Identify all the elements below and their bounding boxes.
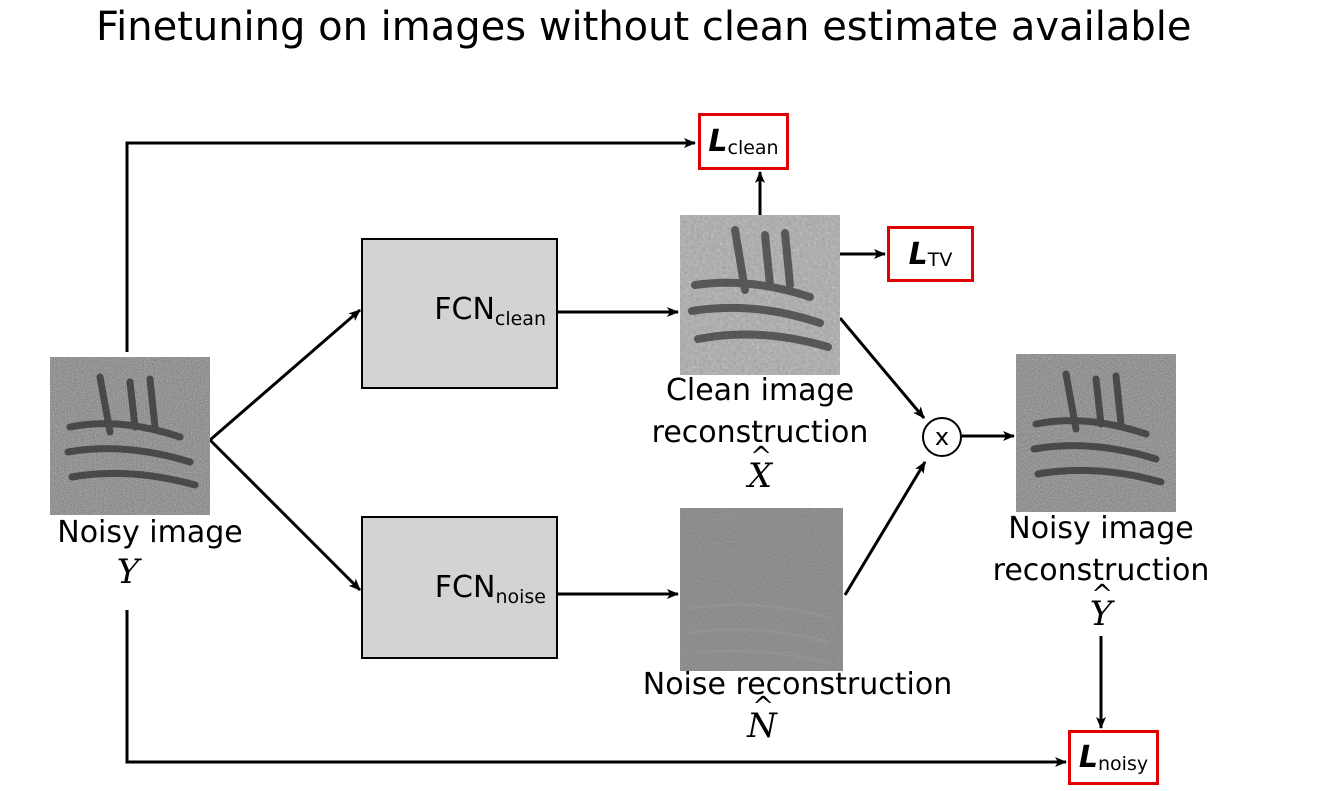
symbol-x-hat: ^X (747, 442, 773, 496)
arrow-noisy-to-lnoisy (125, 610, 1067, 767)
multiply-node: x (922, 417, 962, 457)
arrow-noise-to-multiply (843, 461, 927, 596)
clean-reconstruction-caption-line2: reconstruction (651, 415, 869, 450)
symbol-y: Y (116, 552, 140, 592)
clean-reconstruction-caption-line1: Clean image (665, 373, 855, 408)
arrow-clean-to-multiply (838, 317, 926, 419)
noise-reconstruction-caption: Noise reconstruction (642, 667, 953, 702)
noise-reconstruction-image (680, 508, 843, 671)
clean-reconstruction-image (680, 215, 840, 375)
noisy-image-caption: Noisy image (57, 515, 243, 550)
arrow-noisy-to-fcnnoise (208, 438, 362, 592)
fcn-noise-label: FCNnoise (434, 570, 546, 608)
fcn-clean-block: FCNclean (361, 238, 558, 389)
diagram-title: Finetuning on images without clean estim… (96, 4, 1192, 50)
arrow-noisy-to-lclean (125, 138, 696, 352)
noisy-reconstruction-caption-line2: reconstruction (992, 553, 1210, 588)
fcn-noise-block: FCNnoise (361, 516, 558, 659)
noisy-image (50, 357, 210, 515)
arrow-noisy-to-fcnclean (209, 308, 361, 442)
symbol-y-hat: ^Y (1089, 580, 1113, 634)
noisy-reconstruction-image (1016, 354, 1176, 512)
fcn-clean-label: FCNclean (434, 292, 546, 330)
noisy-reconstruction-caption-line1: Noisy image (1008, 511, 1194, 546)
symbol-n-hat: ^N (747, 692, 777, 746)
